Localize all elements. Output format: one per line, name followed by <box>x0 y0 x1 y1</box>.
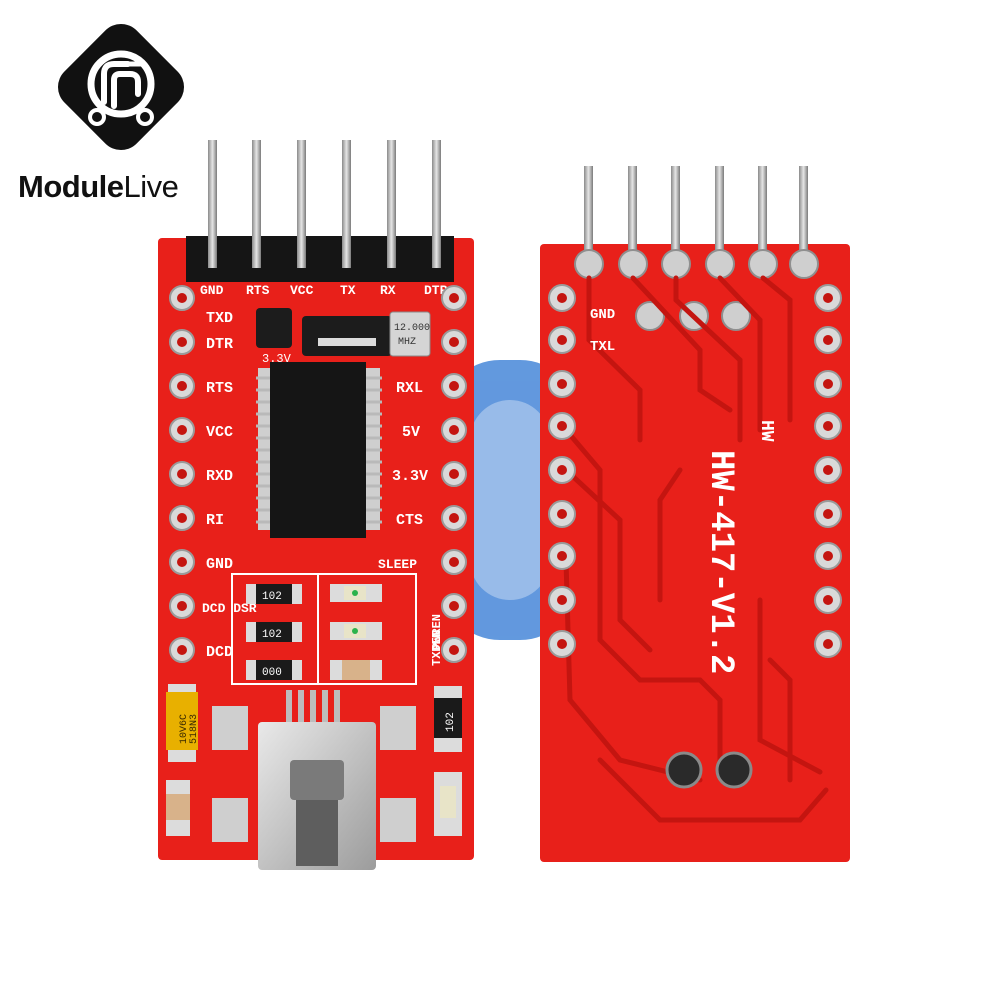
front-left-label: RXD <box>206 468 233 485</box>
back-label-hw: HW <box>756 420 776 442</box>
led-icon <box>352 628 358 634</box>
front-left-label: DCD DSR <box>202 601 257 616</box>
front-right-label: RXL <box>396 380 423 397</box>
led-icon <box>352 590 358 596</box>
front-header-label: VCC <box>290 283 314 298</box>
front-right-label: CTS <box>396 512 423 529</box>
back-mounting-holes <box>665 751 753 789</box>
front-left-label: TXD <box>206 310 233 327</box>
mini-usb-connector <box>212 690 416 870</box>
resistor-label: 000 <box>262 667 282 679</box>
front-right-label: 5V <box>402 424 420 441</box>
crystal: 12.000 MHZ <box>389 311 431 357</box>
vertical-resistor: 102 <box>434 686 462 752</box>
front-right-label: TXDEN <box>430 630 444 666</box>
front-left-label: GND <box>206 556 233 573</box>
logo-icon <box>57 23 185 151</box>
brand-name-light: Live <box>123 169 179 204</box>
front-right-label: 3.3V <box>392 468 428 485</box>
front-left-label: RTS <box>206 380 233 397</box>
front-header-label: GND <box>200 283 224 298</box>
front-header-label: TX <box>340 283 356 298</box>
modulelive-logo: ModuleLive <box>18 14 208 214</box>
front-left-label: VCC <box>206 424 233 441</box>
header-pins <box>186 140 454 282</box>
usb-uart-chip <box>256 362 382 538</box>
capacitor-label: 518N3 <box>189 714 200 744</box>
resistor-label: 102 <box>262 629 282 641</box>
front-right-label: SLEEP <box>378 557 417 572</box>
crystal-label: 12.000 <box>394 323 430 334</box>
tantalum-capacitor: 10V6C 518N3 <box>166 684 200 762</box>
front-right-label: PWREN <box>430 614 444 650</box>
resistor-label: 102 <box>262 591 282 603</box>
back-label-gnd: GND <box>590 307 615 323</box>
brand-name-bold: Module <box>18 169 124 204</box>
front-board: GND RTS VCC TX RX DTR 3.3V 12.000 MHZ <box>158 140 474 870</box>
back-label-txl: TXL <box>590 339 615 355</box>
brand-name: ModuleLive <box>18 169 179 205</box>
front-left-label: DTR <box>206 336 233 353</box>
front-left-label: DCD <box>206 644 233 661</box>
front-header-label: RTS <box>246 283 270 298</box>
crystal-label: MHZ <box>398 337 416 348</box>
smd-components: 102 102 000 <box>231 573 417 685</box>
front-header-label: RX <box>380 283 396 298</box>
back-header-pins <box>584 166 808 266</box>
jumper-block: 3.3V <box>256 308 392 366</box>
front-left-label: RI <box>206 512 224 529</box>
back-model-label: HW-417-V1.2 <box>701 450 739 674</box>
capacitor-label: 10V6C <box>179 714 190 744</box>
back-board: GND TXL HW HW-417-V1.2 <box>540 166 850 862</box>
resistor-label: 102 <box>445 712 457 732</box>
